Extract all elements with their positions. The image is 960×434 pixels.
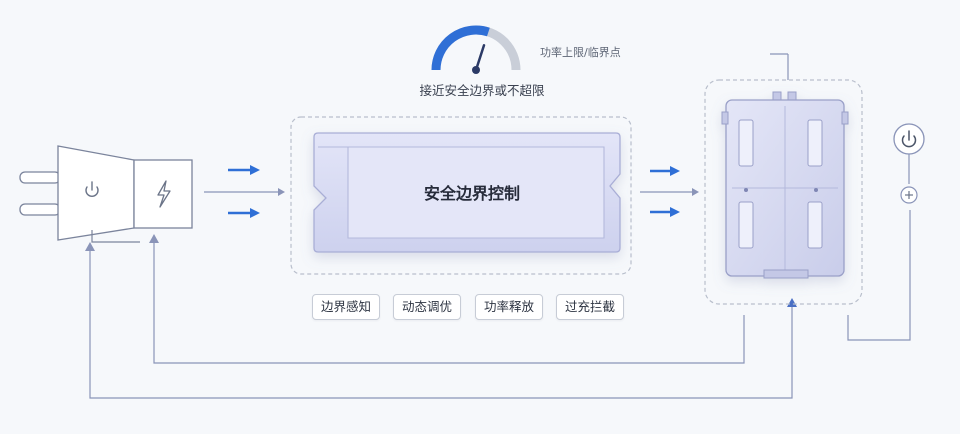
battery-frame — [704, 79, 863, 305]
gauge — [431, 25, 521, 74]
peak-label: 功率上限/临界点 — [540, 46, 621, 59]
input-arrowhead — [278, 188, 285, 196]
output-wire — [847, 210, 911, 341]
feedback-loop-inner — [153, 240, 745, 364]
feature-chip-boundary-sensing: 边界感知 — [312, 294, 381, 320]
gauge-caption: 接近安全边界或不超限 — [419, 83, 545, 98]
gauge-fill — [431, 25, 490, 71]
plug-power-icon — [85, 181, 99, 197]
controller-module — [313, 132, 621, 253]
feature-chip-dynamic-tuning: 动态调优 — [393, 294, 462, 320]
feature-chip-overcharge-block: 过充拦截 — [556, 294, 625, 320]
feedback-arrow-inner — [149, 234, 159, 243]
battery-pack — [721, 91, 849, 279]
output-arrows — [650, 166, 680, 217]
plus-icon — [900, 186, 918, 204]
feedback-loop-outer — [89, 248, 793, 399]
power-plug — [19, 145, 193, 243]
controller-frame — [290, 116, 632, 275]
feedback-arrow-outer-battery — [787, 298, 797, 307]
input-arrows — [228, 165, 260, 218]
feature-chip-power-release: 功率释放 — [475, 294, 544, 320]
output-arrowhead — [692, 188, 699, 196]
controller-title: 安全边界控制 — [423, 184, 520, 203]
output-power-button[interactable] — [893, 123, 925, 155]
gauge-needle — [474, 44, 486, 72]
gauge-hub — [472, 66, 480, 74]
lightning-icon — [157, 180, 171, 208]
feedback-arrow-outer-up — [85, 242, 95, 251]
